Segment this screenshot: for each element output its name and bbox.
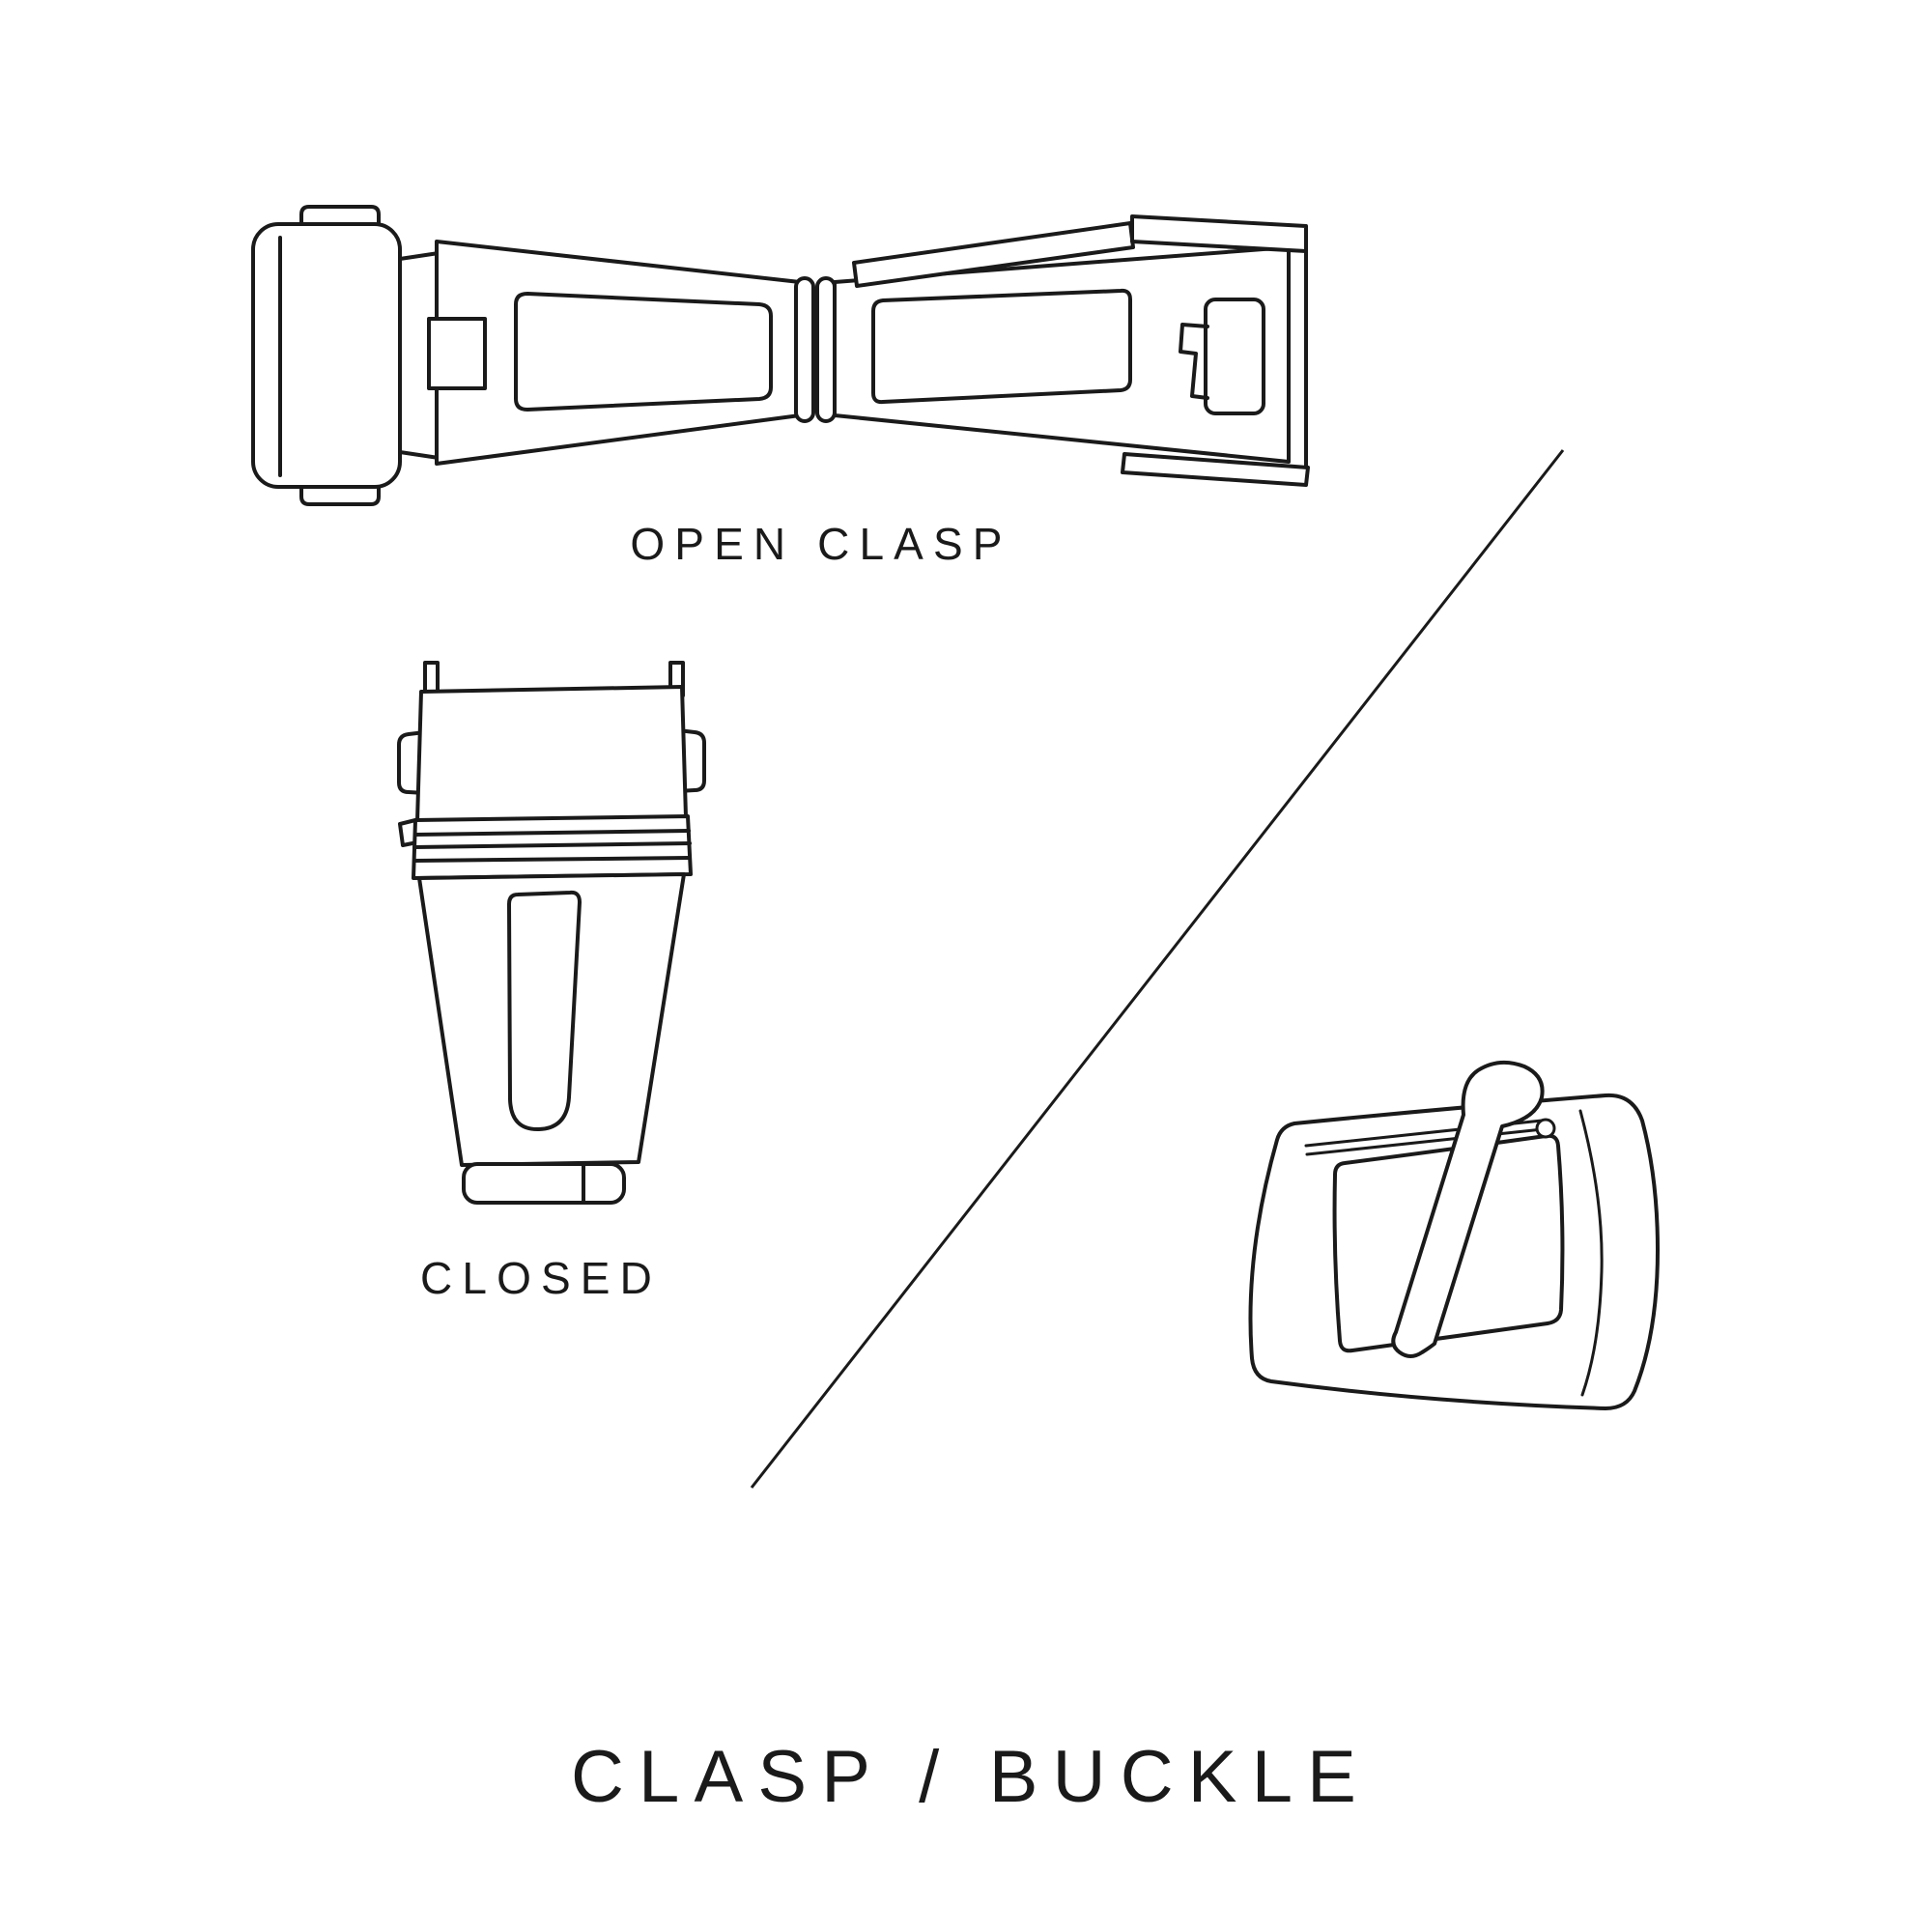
page-title: CLASP / BUCKLE [570,1736,1372,1818]
closed-clasp-illustration [397,661,706,1205]
diagonal-divider [750,449,1565,1489]
tang-buckle-illustration [1248,1060,1660,1410]
closed-clasp-label: CLOSED [420,1253,662,1303]
open-clasp-illustration [251,205,1310,506]
open-clasp-label: OPEN CLASP [630,519,1012,569]
